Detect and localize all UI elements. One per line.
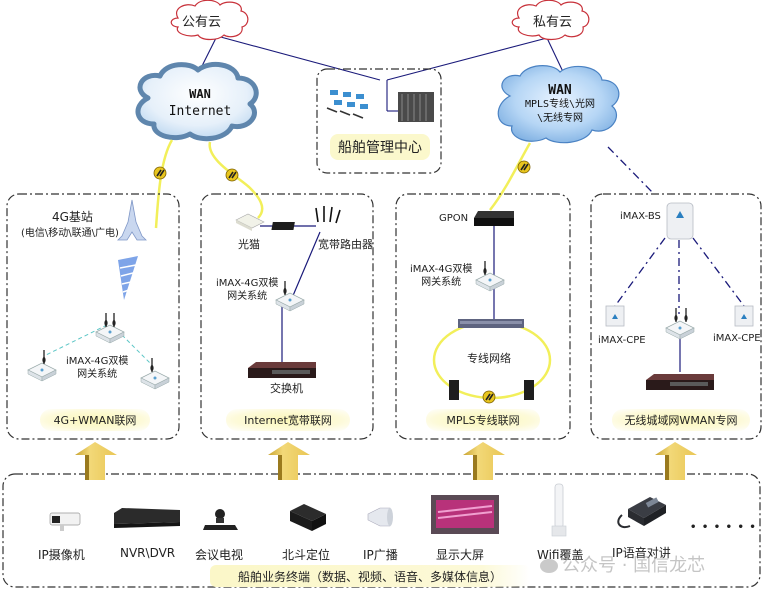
gpon-label: GPON xyxy=(439,213,469,224)
panel4-devices xyxy=(605,202,754,390)
router-label: 宽带路由器 xyxy=(318,238,373,251)
wifi-antenna-icon xyxy=(551,483,567,537)
panel3-gateway-label: iMAX-4G双模 网关系统 xyxy=(410,263,472,289)
panel3-gateway-line1: iMAX-4G双模 xyxy=(410,264,473,275)
nvr-icon xyxy=(114,508,180,528)
optical-modem-label: 光猫 xyxy=(238,238,260,251)
wan-internet-line1: WAN xyxy=(189,87,211,101)
panel2-gateway-line2: 网关系统 xyxy=(227,291,268,302)
watermark: 公众号 · 国信龙芯 xyxy=(540,551,705,577)
beidou-icon xyxy=(290,504,326,531)
terminal-label-conference-tv: 会议电视 xyxy=(195,548,244,562)
conference-camera-icon xyxy=(203,509,238,530)
wechat-icon xyxy=(540,559,558,573)
wan-internet-line2: Internet xyxy=(168,104,232,119)
terminal-icons xyxy=(49,483,666,537)
speaker-icon xyxy=(367,507,393,527)
wan-mpls-line1: WAN xyxy=(548,83,572,98)
more-devices-ellipsis: • • • • • • xyxy=(690,522,757,533)
terminal-label-nvr: NVR\DVR xyxy=(120,546,176,560)
private-cloud-shape xyxy=(511,0,590,41)
terminal-label-beidou: 北斗定位 xyxy=(282,548,331,562)
terminal-label-wifi: Wifi覆盖 xyxy=(537,548,584,562)
terminal-label-ip-camera: IP摄像机 xyxy=(38,548,85,562)
public-cloud-shape xyxy=(170,0,249,41)
private-cloud-label: 私有云 xyxy=(533,15,573,30)
panel1-devices xyxy=(27,199,170,390)
upward-arrows xyxy=(75,442,697,480)
switch-label: 交换机 xyxy=(270,382,303,395)
ip-camera-icon xyxy=(49,512,81,531)
operators-label: (电信\移动\联通\广电) xyxy=(21,228,119,239)
watermark-text: 公众号 · 国信龙芯 xyxy=(562,555,706,576)
panel3-gateway-line2: 网关系统 xyxy=(421,277,462,288)
panel2-gateway-label: iMAX-4G双模 网关系统 xyxy=(216,277,278,303)
wan-mpls-label: WAN MPLS专线\光网 \无线专网 xyxy=(508,84,612,126)
wan-mpls-cloud-shape xyxy=(497,65,620,144)
imax-bs-label: iMAX-BS xyxy=(620,211,661,222)
imax-cpe-right-label: iMAX-CPE xyxy=(713,333,761,344)
ip-phone-icon xyxy=(617,497,666,528)
wan-internet-label: WAN Internet xyxy=(150,86,250,120)
panel2-devices xyxy=(235,206,341,378)
panel3-caption: MPLS专线联网 xyxy=(426,409,540,431)
public-cloud-label: 公有云 xyxy=(182,15,222,30)
terminals-caption: 船舶业务终端（数据、视频、语音、多媒体信息） xyxy=(210,565,530,587)
panel4-caption: 无线城域网WMAN专网 xyxy=(612,409,750,431)
panel2-caption: Internet宽带联网 xyxy=(226,409,350,431)
panel1-gateway-label: iMAX-4G双模 网关系统 xyxy=(66,355,128,381)
terminal-label-ip-phone: IP语音对讲 xyxy=(612,546,671,560)
management-center-label: 船舶管理中心 xyxy=(330,134,430,160)
wan-mpls-line2: MPLS专线\光网 xyxy=(524,99,596,110)
imax-cpe-left-label: iMAX-CPE xyxy=(598,335,646,346)
management-devices xyxy=(326,90,434,122)
panel3-devices xyxy=(449,211,534,400)
panel1-gateway-line1: iMAX-4G双模 xyxy=(66,356,129,367)
dedicated-network-label: 专线网络 xyxy=(467,352,511,365)
base-station-label: 4G基站 xyxy=(52,210,93,224)
wan-mpls-line3: \无线专网 xyxy=(536,113,584,124)
wan-internet-cloud-shape xyxy=(135,61,259,142)
display-screen-icon xyxy=(431,495,499,534)
panel2-gateway-line1: iMAX-4G双模 xyxy=(216,278,279,289)
terminal-label-display: 显示大屏 xyxy=(436,548,485,562)
panel1-caption: 4G+WMAN联网 xyxy=(40,409,150,431)
panel1-gateway-line2: 网关系统 xyxy=(77,369,118,380)
terminal-label-ip-broadcast: IP广播 xyxy=(363,548,398,562)
